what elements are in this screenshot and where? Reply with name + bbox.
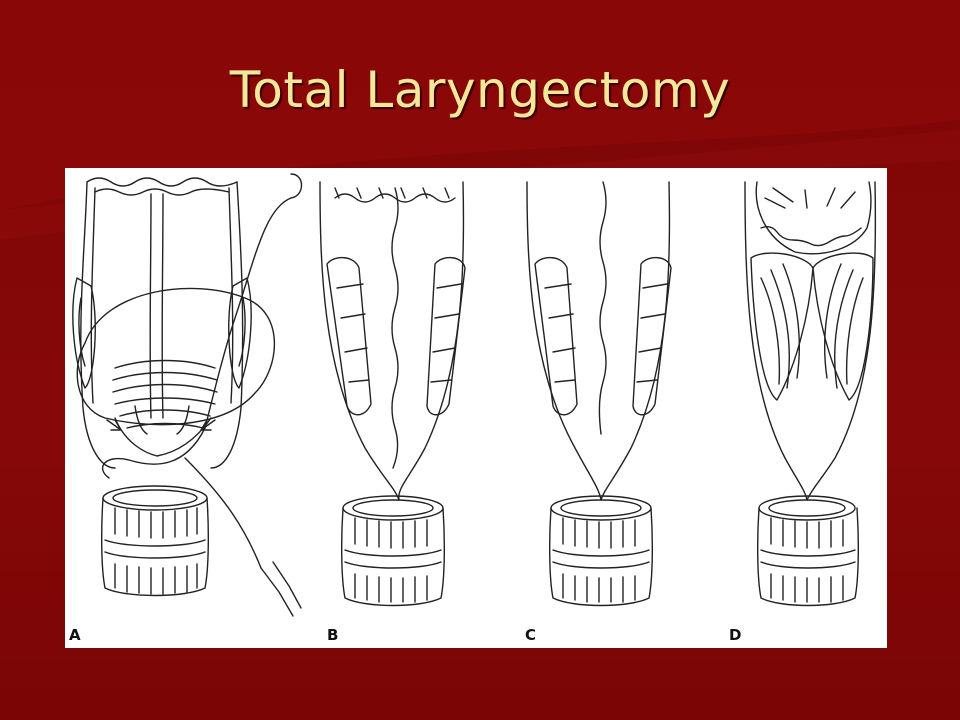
panel-b-drawing bbox=[319, 181, 466, 607]
surgical-illustration: A B C D bbox=[65, 168, 887, 648]
panel-label-c: C bbox=[525, 626, 537, 644]
panel-a-drawing bbox=[72, 173, 303, 617]
slide-title: Total Laryngectomy bbox=[229, 61, 731, 119]
panel-d-drawing bbox=[744, 181, 877, 607]
panel-label-a: A bbox=[69, 626, 81, 644]
panel-label-d: D bbox=[729, 626, 742, 644]
panel-label-b: B bbox=[327, 626, 339, 644]
panel-c-drawing bbox=[526, 181, 672, 607]
